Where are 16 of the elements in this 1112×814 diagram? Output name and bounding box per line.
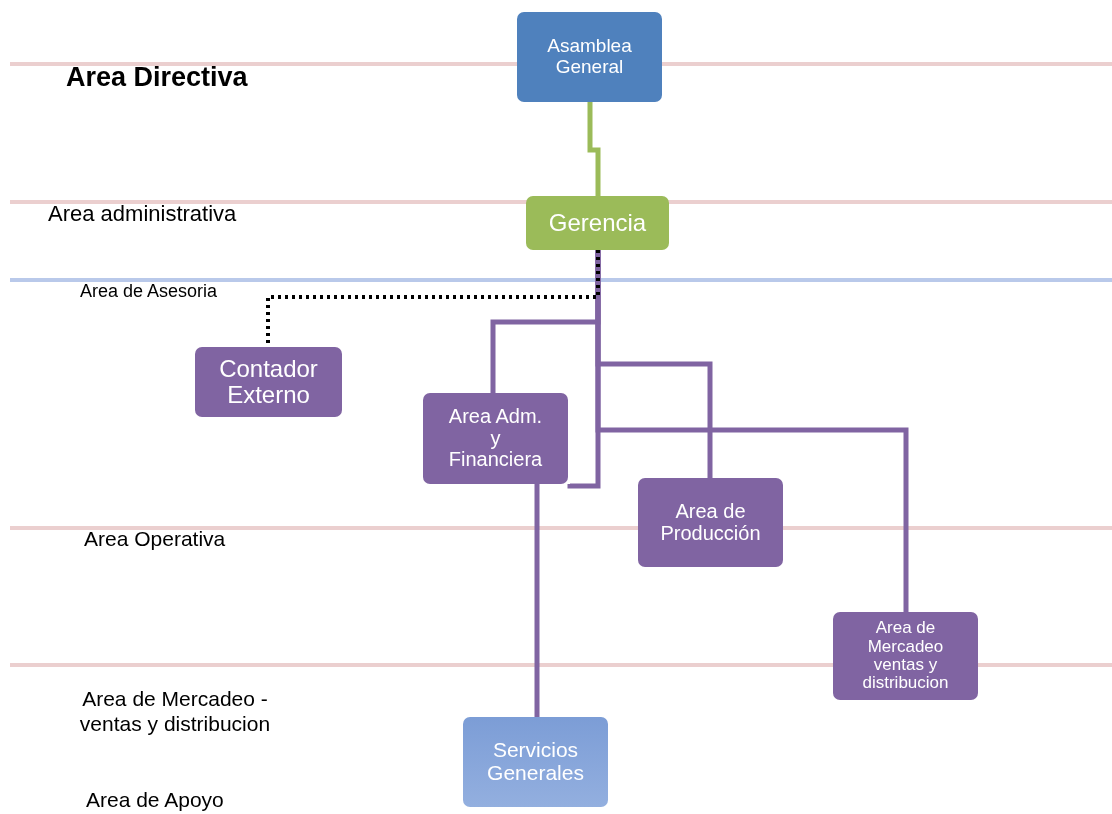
- connector-line: [595, 250, 909, 612]
- area-label: Area de Asesoria: [80, 281, 218, 302]
- org-box: Area de Producción: [638, 478, 783, 567]
- org-box: Gerencia: [526, 196, 669, 250]
- connector-line: [587, 102, 601, 196]
- org-box: Area Adm. y Financiera: [423, 393, 568, 484]
- org-box: Servicios Generales: [463, 717, 608, 807]
- area-label: Area de Apoyo: [86, 788, 224, 812]
- area-label: Area Directiva: [66, 62, 248, 93]
- connector-line: [534, 484, 540, 717]
- org-box: Area de Mercadeo ventas y distribucion: [833, 612, 978, 700]
- area-label: Area Operativa: [84, 527, 226, 551]
- org-box: Asamblea General: [517, 12, 662, 102]
- area-label: Area de Mercadeo - ventas y distribucion: [78, 686, 272, 737]
- area-label: Area administrativa: [48, 201, 237, 227]
- org-box: Contador Externo: [195, 347, 342, 417]
